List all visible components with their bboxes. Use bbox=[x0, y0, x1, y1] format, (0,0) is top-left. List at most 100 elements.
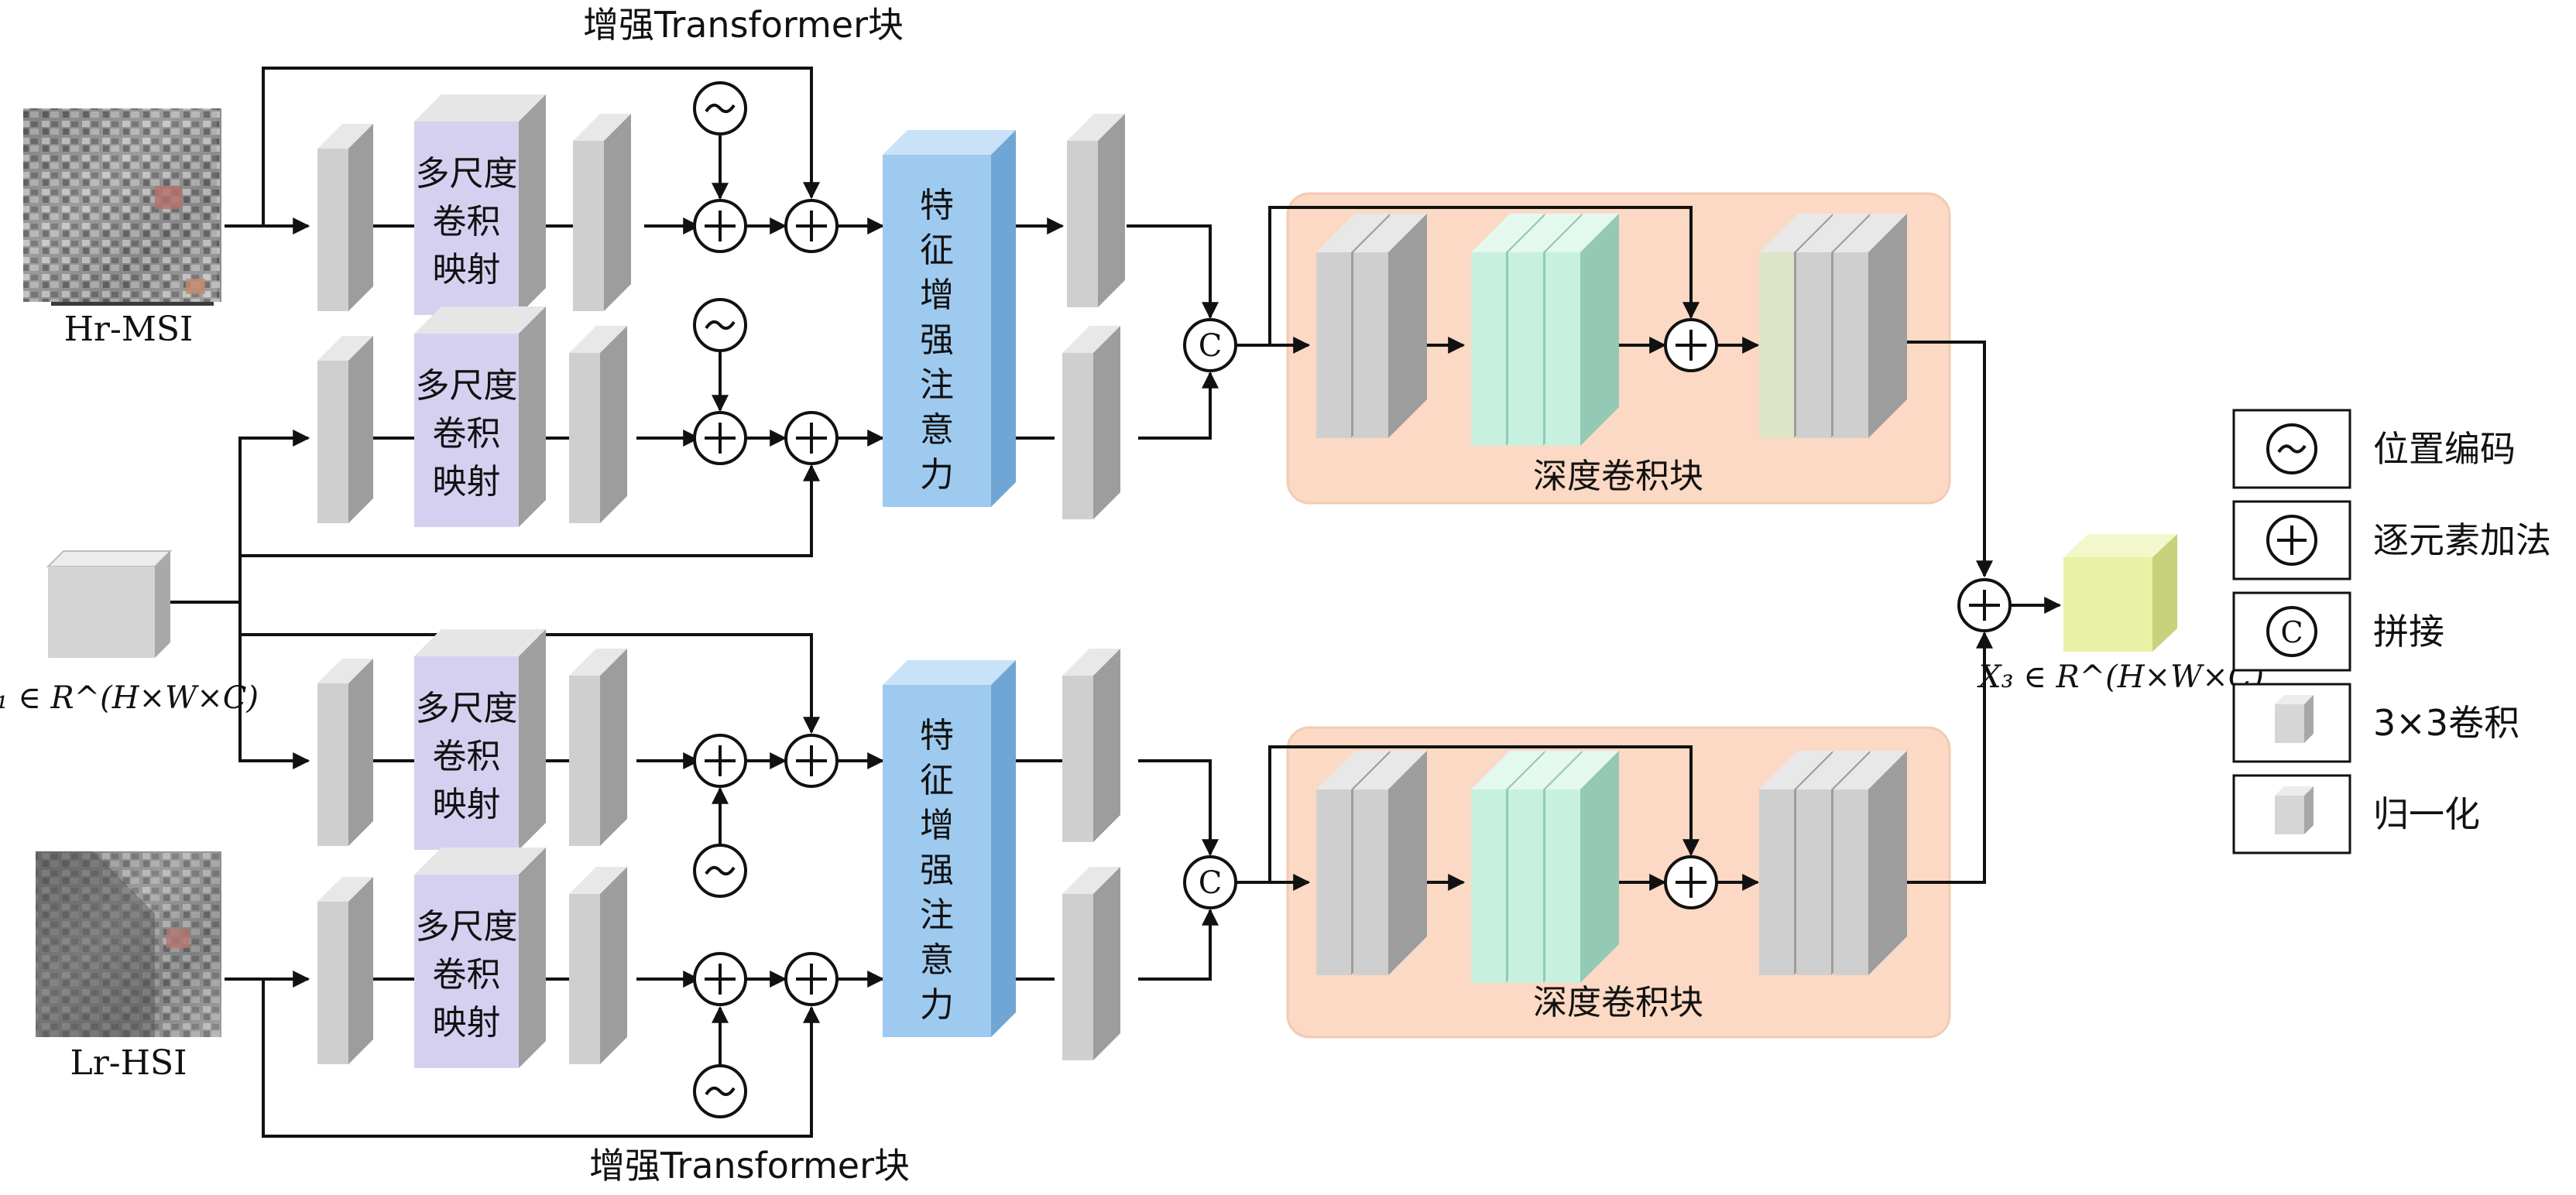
pos-encoding-icon bbox=[693, 844, 747, 898]
connection-lines bbox=[163, 67, 2062, 1138]
attention-label-char: 强 bbox=[920, 851, 954, 890]
svg-text:C: C bbox=[1199, 328, 1223, 364]
deep-conv-slab-e-top bbox=[1833, 214, 1907, 438]
deep-conv-slab-b-bottom bbox=[1353, 751, 1427, 975]
pos-encoding-icon bbox=[693, 81, 747, 135]
attention-label-char: 征 bbox=[920, 761, 954, 800]
conv-block-b-1 bbox=[1067, 114, 1125, 307]
concat-icon: C bbox=[2266, 606, 2317, 657]
msconv-label-line: 卷积 bbox=[433, 414, 501, 454]
legend-item: 归一化 bbox=[2232, 774, 2480, 854]
pos-encoding-icon bbox=[693, 1064, 747, 1118]
deep-conv-slab-e-bottom bbox=[1833, 751, 1907, 975]
add-icon bbox=[784, 952, 839, 1006]
conv-block-a-1 bbox=[573, 114, 631, 311]
concat-icon: C bbox=[1183, 855, 1237, 909]
x3-output-cube bbox=[2063, 534, 2177, 652]
deep-teal-slab-c-top bbox=[1545, 214, 1619, 446]
hr-msi-label: Hr-MSI bbox=[64, 310, 194, 349]
legend-label: 归一化 bbox=[2373, 793, 2480, 835]
conv-block-b-3 bbox=[1062, 649, 1120, 842]
msconv-label-line: 多尺度 bbox=[416, 907, 518, 947]
pos-encoding-icon bbox=[693, 298, 747, 352]
deep-teal-slab-c-bottom bbox=[1545, 751, 1619, 983]
add-icon bbox=[1664, 318, 1718, 372]
conv-block-a-3 bbox=[569, 649, 627, 846]
norm-block-4 bbox=[317, 877, 373, 1064]
concat-icon: C bbox=[1183, 318, 1237, 372]
svg-text:C: C bbox=[2280, 615, 2303, 649]
msconv-label-line: 卷积 bbox=[433, 737, 501, 776]
conv-block-b-4 bbox=[1062, 867, 1120, 1060]
norm-block-1 bbox=[317, 124, 373, 311]
lr-hsi-image bbox=[36, 851, 221, 1037]
attention-label-char: 意 bbox=[920, 410, 954, 450]
conv-blocks bbox=[317, 114, 1125, 1064]
add-icon bbox=[2266, 515, 2317, 566]
operators: CC bbox=[693, 81, 2012, 1118]
add-icon bbox=[1957, 578, 2012, 632]
legend-item: C 拼接 bbox=[2232, 591, 2444, 672]
add-icon bbox=[1664, 855, 1718, 909]
top-block-title: 增强Transformer块 bbox=[583, 4, 904, 46]
x3-label: X₃ ∈ R^(H×W×C) bbox=[1977, 659, 2264, 695]
attention-label-char: 增 bbox=[920, 806, 954, 845]
legend-item: 3×3卷积 bbox=[2232, 683, 2519, 763]
hr-msi-image bbox=[23, 108, 221, 306]
attention-label-char: 增 bbox=[920, 276, 954, 315]
conv-block-b-2 bbox=[1062, 326, 1120, 519]
msconv-label-line: 映射 bbox=[433, 1003, 501, 1043]
lr-hsi-label: Lr-HSI bbox=[70, 1043, 187, 1083]
norm-icon bbox=[2275, 786, 2314, 834]
add-icon bbox=[693, 734, 747, 788]
legend-label: 3×3卷积 bbox=[2373, 702, 2519, 744]
norm-block-3 bbox=[317, 659, 373, 846]
attention-label-char: 注 bbox=[920, 895, 954, 935]
add-icon bbox=[693, 411, 747, 465]
attention-label-char: 征 bbox=[920, 231, 954, 270]
deep-block-label-top: 深度卷积块 bbox=[1533, 457, 1703, 496]
norm-block-2 bbox=[317, 336, 373, 523]
msconv-label-line: 多尺度 bbox=[416, 689, 518, 728]
msconv-label-line: 卷积 bbox=[433, 955, 501, 995]
attention-label-char: 特 bbox=[920, 186, 954, 225]
deep-conv-contents bbox=[1316, 214, 1907, 983]
legend-label: 逐元素加法 bbox=[2373, 519, 2551, 561]
conv-block-a-4 bbox=[569, 867, 627, 1064]
legend-item: 位置编码 bbox=[2232, 409, 2516, 489]
msconv-label-line: 映射 bbox=[433, 250, 501, 289]
add-icon bbox=[693, 952, 747, 1006]
attention-label-char: 力 bbox=[920, 455, 954, 495]
x1-input-cube bbox=[46, 550, 173, 658]
add-icon bbox=[784, 734, 839, 788]
conv-block-a-2 bbox=[569, 326, 627, 523]
msconv-label-line: 多尺度 bbox=[416, 366, 518, 406]
msconv-label-line: 多尺度 bbox=[416, 154, 518, 193]
legend-label: 位置编码 bbox=[2373, 428, 2516, 470]
pos-encoding-icon bbox=[2266, 423, 2317, 474]
attention-label-char: 强 bbox=[920, 320, 954, 360]
msconv-label-line: 映射 bbox=[433, 462, 501, 502]
attention-label-char: 特 bbox=[920, 716, 954, 755]
msconv-label-line: 映射 bbox=[433, 785, 501, 824]
legend-item: 逐元素加法 bbox=[2232, 500, 2551, 580]
msconv-label-line: 卷积 bbox=[433, 202, 501, 241]
deep-conv-slab-b-top bbox=[1353, 214, 1427, 438]
x1-label: X₁ ∈ R^(H×W×C) bbox=[0, 680, 259, 716]
add-icon bbox=[784, 411, 839, 465]
attention-label-char: 意 bbox=[920, 940, 954, 980]
conv3x3-icon bbox=[2275, 695, 2314, 743]
attention-label-char: 注 bbox=[920, 365, 954, 405]
add-icon bbox=[784, 199, 839, 253]
legend-label: 拼接 bbox=[2373, 611, 2444, 652]
add-icon bbox=[693, 199, 747, 253]
